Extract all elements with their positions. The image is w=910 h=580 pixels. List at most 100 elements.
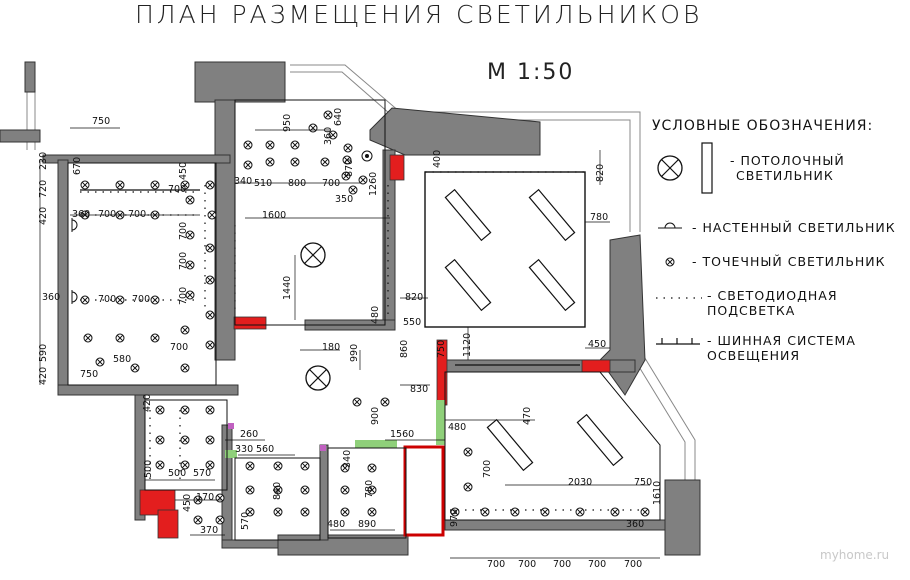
dim-label: 700 <box>553 559 571 570</box>
legend-led-label: - СВЕТОДИОДНАЯ ПОДСВЕТКА <box>707 288 838 318</box>
dim-label: 570 <box>240 512 251 530</box>
dimension-labels: 750 670 230 720 420 360 700 700 450 700 … <box>38 108 663 570</box>
ceiling-light-icon <box>657 155 683 181</box>
ceiling-bar-lamps <box>444 188 624 472</box>
wall-light-icon <box>658 222 682 229</box>
dim-label: 800 <box>288 178 306 189</box>
dim-label: 700 <box>487 559 505 570</box>
dim-label: 420 <box>38 207 49 225</box>
dim-label: 750 <box>634 477 652 488</box>
dim-label: 700 <box>322 178 340 189</box>
dim-label: 360 <box>72 209 90 220</box>
plan-title: ПЛАН РАЗМЕЩЕНИЯ СВЕТИЛЬНИКОВ <box>135 0 703 29</box>
dim-label: 340 <box>234 176 252 187</box>
dim-label: 990 <box>349 344 360 362</box>
legend-wall-label: - НАСТЕННЫЙ СВЕТИЛЬНИК <box>692 220 896 235</box>
dim-label: 700 <box>624 559 642 570</box>
dim-label: 750 <box>92 116 110 127</box>
dim-label: 900 <box>370 407 381 425</box>
spot-lights <box>80 110 650 525</box>
room-contours <box>67 99 661 541</box>
dim-label: 700 <box>128 209 146 220</box>
dim-label: 820 <box>595 164 606 182</box>
dim-label: 170 <box>196 492 214 503</box>
dim-label: 350 <box>335 194 353 205</box>
dim-label: 580 <box>113 354 131 365</box>
dim-label: 360 <box>42 292 60 303</box>
dim-label: 420 <box>142 394 153 412</box>
dim-label: 260 <box>240 429 258 440</box>
legend-led-line2: ПОДСВЕТКА <box>707 303 796 318</box>
dim-label: 840 <box>272 482 283 500</box>
dim-label: 480 <box>327 519 345 530</box>
wall-lights <box>71 150 373 305</box>
ceiling-bar-icon <box>701 142 713 194</box>
dim-label: 700 <box>132 294 150 305</box>
spot-light-icon <box>665 257 675 267</box>
legend-symbols <box>656 142 713 345</box>
dim-label: 480 <box>370 306 381 324</box>
legend-spot-label: - ТОЧЕЧНЫЙ СВЕТИЛЬНИК <box>692 254 886 269</box>
dim-label: 450 <box>182 494 193 512</box>
dim-label: 1440 <box>282 276 293 300</box>
dim-label: 230 <box>38 152 49 170</box>
dim-label: 640 <box>333 108 344 126</box>
dim-label: 360 <box>323 127 334 145</box>
dim-label: 700 <box>170 342 188 353</box>
dim-label: 450 <box>178 162 189 180</box>
dim-label: 330 <box>235 444 253 455</box>
dim-label: 700 <box>482 460 493 478</box>
dimension-lines <box>39 127 661 559</box>
legend-ceiling-label: - ПОТОЛОЧНЫЙ СВЕТИЛЬНИК <box>730 153 845 183</box>
walls <box>0 61 701 556</box>
dim-label: 510 <box>254 178 272 189</box>
facade-outline <box>26 64 696 520</box>
dim-label: 500 <box>143 460 154 478</box>
dim-label: 420 <box>38 367 49 385</box>
dim-label: 720 <box>38 180 49 198</box>
dim-label: 480 <box>448 422 466 433</box>
legend-led-line1: - СВЕТОДИОДНАЯ <box>707 288 838 303</box>
track-system-icon <box>656 338 700 345</box>
dim-label: 950 <box>282 114 293 132</box>
dim-label: 1560 <box>390 429 414 440</box>
dim-label: 550 <box>403 317 421 328</box>
dim-label: 780 <box>364 480 375 498</box>
dim-label: 500 <box>168 468 186 479</box>
dim-label: 590 <box>38 344 49 362</box>
dim-label: 870 <box>344 159 355 177</box>
dim-label: 750 <box>436 340 447 358</box>
dim-label: 780 <box>590 212 608 223</box>
dim-label: 890 <box>358 519 376 530</box>
dim-label: 400 <box>432 150 443 168</box>
dim-label: 700 <box>98 294 116 305</box>
dim-label: 1260 <box>368 172 379 196</box>
dim-label: 180 <box>322 342 340 353</box>
dim-label: 340 <box>342 450 353 468</box>
legend-ceiling-line2: СВЕТИЛЬНИК <box>736 168 834 183</box>
dim-label: 700 <box>518 559 536 570</box>
dim-label: 450 <box>588 339 606 350</box>
dim-label: 560 <box>256 444 274 455</box>
legend-heading: УСЛОВНЫЕ ОБОЗНАЧЕНИЯ: <box>652 118 874 134</box>
dim-label: 1610 <box>652 481 663 505</box>
legend-ceiling-line1: - ПОТОЛОЧНЫЙ <box>730 153 845 168</box>
dim-label: 700 <box>168 184 186 195</box>
dim-label: 830 <box>410 384 428 395</box>
dim-label: 370 <box>200 525 218 536</box>
scale-label: М 1:50 <box>487 60 575 85</box>
dim-label: 700 <box>98 209 116 220</box>
legend-track-line1: - ШИННАЯ СИСТЕМА <box>707 333 856 348</box>
dim-label: 1600 <box>262 210 286 221</box>
dim-label: 2030 <box>568 477 592 488</box>
dim-label: 360 <box>626 519 644 530</box>
dim-label: 470 <box>522 407 533 425</box>
dim-label: 820 <box>405 292 423 303</box>
dim-label: 670 <box>72 157 83 175</box>
dim-label: 700 <box>178 252 189 270</box>
dim-label: 570 <box>193 468 211 479</box>
dim-label: 1120 <box>462 333 473 357</box>
dim-label: 700 <box>178 222 189 240</box>
watermark: myhome.ru <box>820 548 890 562</box>
